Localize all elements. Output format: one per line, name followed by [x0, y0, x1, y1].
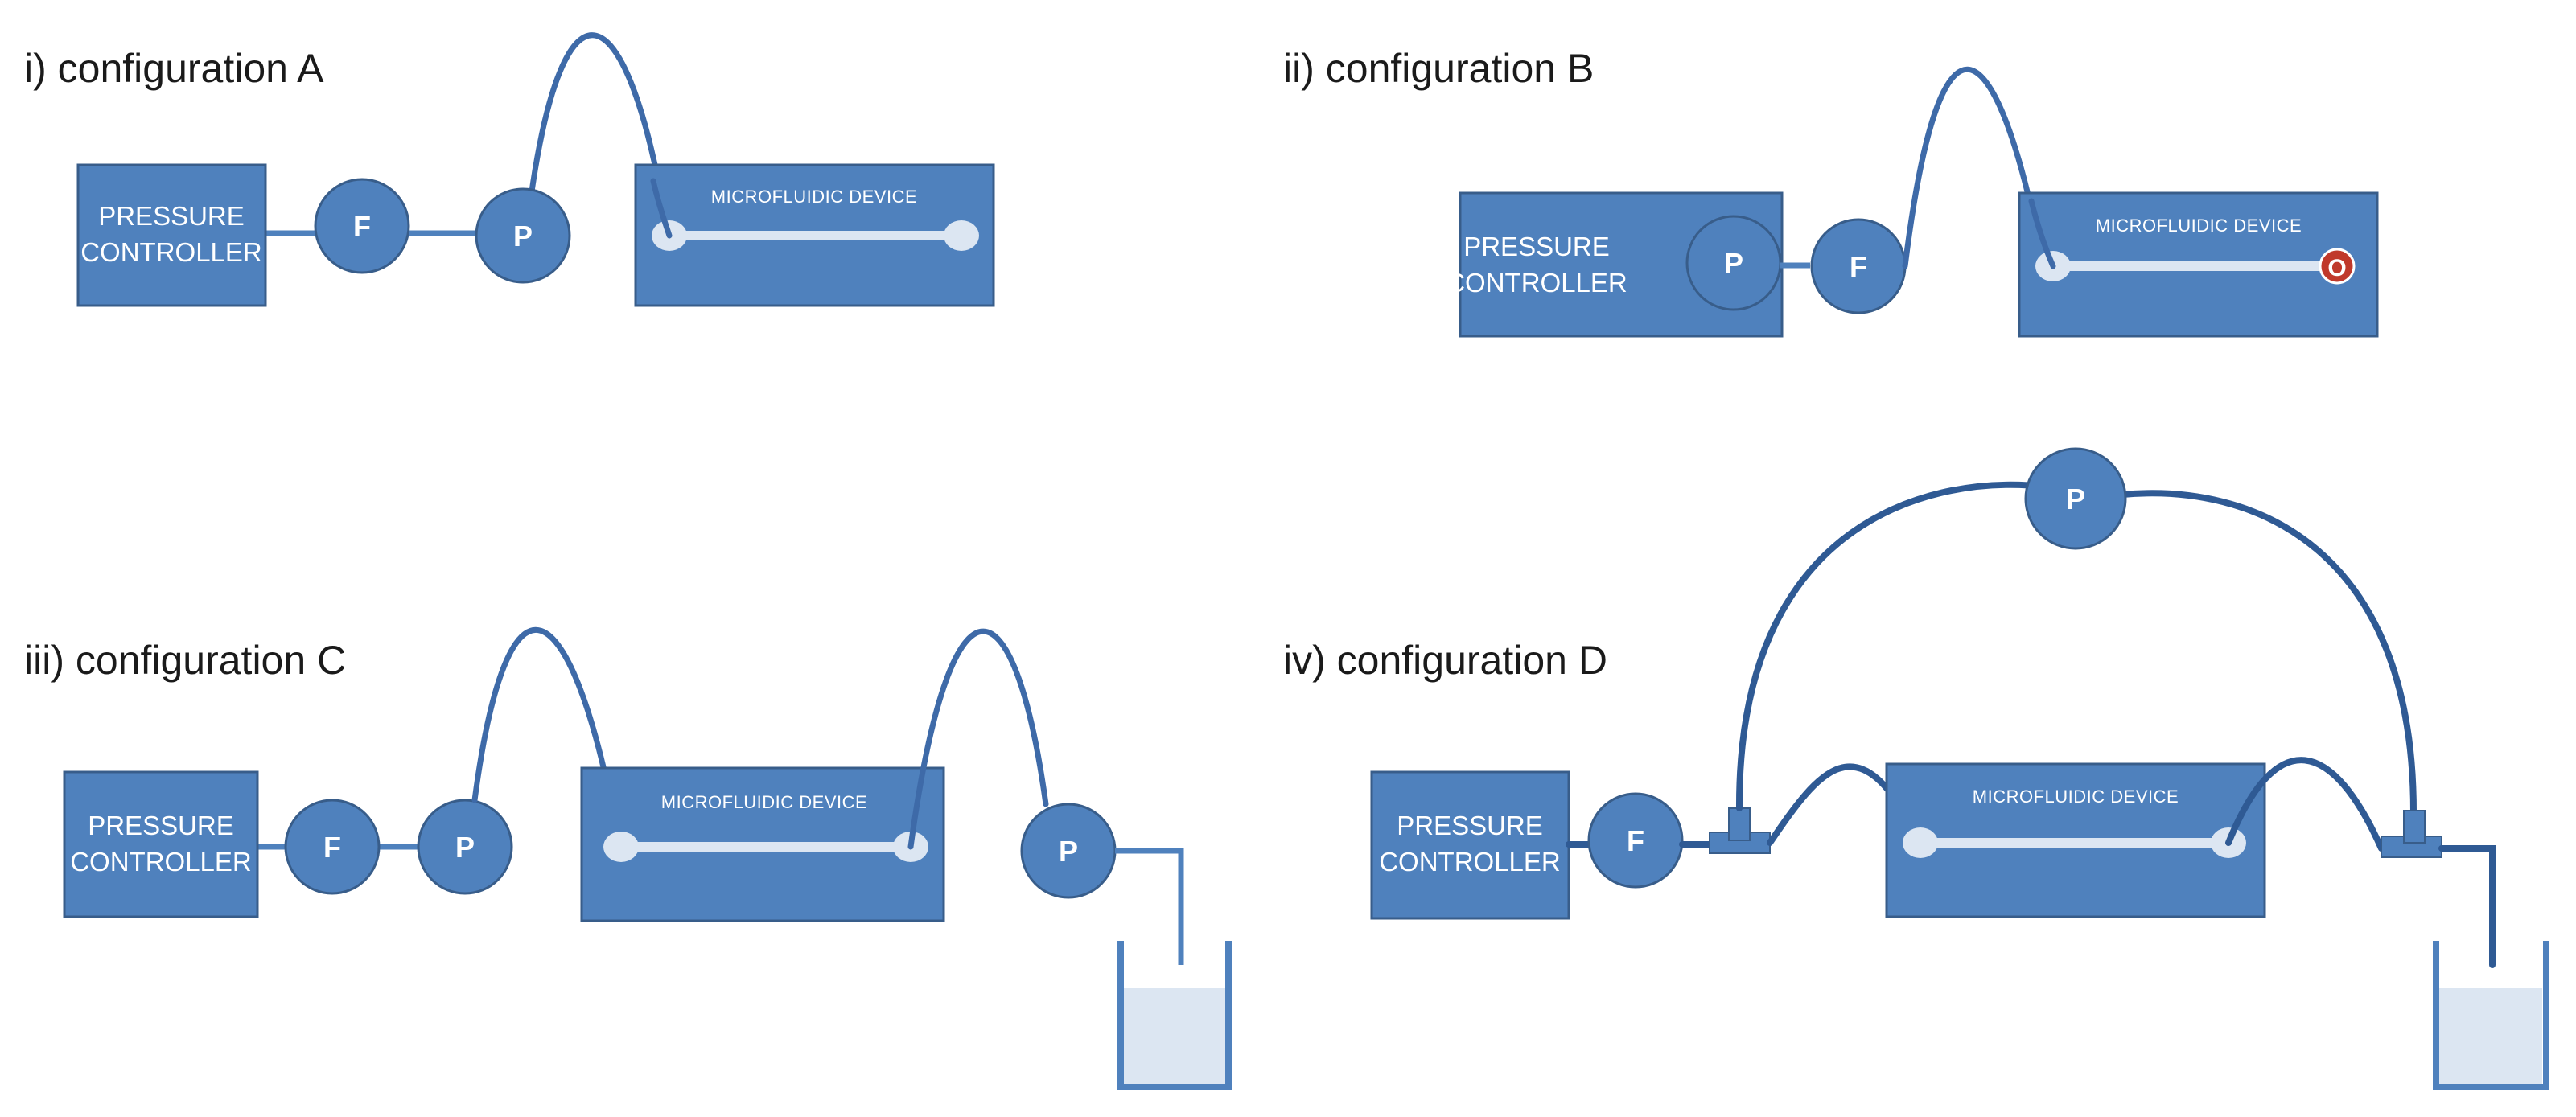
controller-label-line1: PRESSURE	[88, 811, 234, 840]
node-label: F	[353, 210, 371, 243]
pressure-sensor-node	[2024, 447, 2127, 550]
controller-label-line1: PRESSURE	[1397, 811, 1543, 840]
node-label: F	[1627, 824, 1644, 857]
panel-title: i) configuration A	[24, 46, 324, 91]
flow-sensor-node	[314, 178, 410, 274]
flow-sensor-node	[284, 799, 381, 895]
panel-config-c: iii) configuration C PRESSURE CONTROLLER…	[24, 627, 1232, 1090]
flow-sensor-node	[1587, 792, 1684, 889]
bypass-tube-right	[2119, 490, 2417, 815]
node-label: P	[455, 831, 475, 864]
node-label: F	[1850, 250, 1867, 283]
node-label: P	[2066, 483, 2085, 515]
panel-title: ii) configuration B	[1283, 46, 1594, 91]
panel-title: iv) configuration D	[1283, 638, 1607, 683]
tubing-end	[650, 178, 673, 239]
device-label: MICROFLUIDIC DEVICE	[2096, 216, 2302, 236]
controller-label-line2: CONTROLLER	[70, 847, 252, 877]
device-label: MICROFLUIDIC DEVICE	[711, 187, 917, 207]
pressure-sensor-node	[417, 799, 513, 895]
tubing-arc	[528, 32, 671, 236]
drain-tube	[2438, 845, 2496, 968]
node-label: P	[513, 220, 533, 253]
tubing-arc	[907, 628, 1049, 850]
pressure-controller	[63, 770, 259, 918]
panel-config-b: ii) configuration B PRESSURE CONTROLLER …	[1283, 46, 2379, 338]
tee-junction-left-stem	[1728, 807, 1751, 841]
panel-title: iii) configuration C	[24, 638, 346, 683]
tubing-arc	[1902, 66, 2047, 269]
reservoir-beaker	[2433, 941, 2549, 1090]
inlet-port	[1903, 827, 1938, 858]
tubing-arc	[471, 627, 623, 848]
node-label: P	[1724, 247, 1743, 280]
outlet-port	[944, 220, 979, 251]
outlet-tube	[2225, 757, 2385, 852]
outlet-tube	[1115, 848, 1184, 965]
controller-label-line1: PRESSURE	[98, 201, 245, 231]
inlet-port	[603, 832, 639, 862]
reservoir-liquid	[1122, 988, 1225, 1084]
controller-label-line2: CONTROLLER	[1379, 847, 1561, 877]
tubing-end	[2028, 198, 2056, 269]
bypass-tube-left	[1735, 481, 2079, 811]
outlet-marker-ring	[2319, 248, 2356, 285]
device-label: MICROFLUIDIC DEVICE	[661, 792, 867, 812]
panel-config-d: iv) configuration D PRESSURE CONTROLLER …	[1283, 447, 2549, 1090]
tee-junction-right-stem	[2403, 810, 2426, 844]
device-label: MICROFLUIDIC DEVICE	[1973, 786, 2179, 807]
controller-label-line1: PRESSURE	[1463, 232, 1610, 261]
pressure-controller	[1370, 770, 1570, 920]
node-label: P	[1059, 835, 1078, 868]
controller-label-line2: CONTROLLER	[1446, 268, 1627, 298]
reservoir-beaker	[1117, 941, 1232, 1090]
panel-config-a: i) configuration A PRESSURE CONTROLLER F…	[24, 32, 995, 307]
pressure-sensor-node	[475, 187, 571, 284]
controller-label-line2: CONTROLLER	[80, 237, 262, 267]
reservoir-liquid	[2438, 988, 2542, 1084]
node-label: F	[323, 831, 341, 864]
outlet-marker-label: O	[2327, 255, 2346, 281]
pressure-controller	[76, 163, 267, 307]
